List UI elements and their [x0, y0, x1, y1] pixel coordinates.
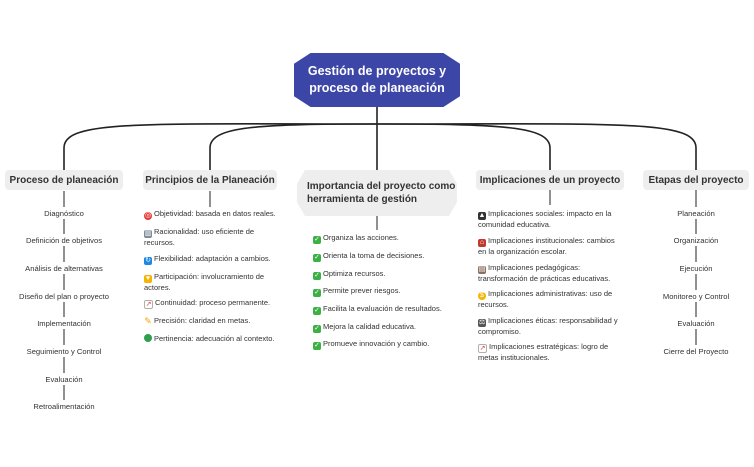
checkmark-icon: ✓: [313, 236, 321, 244]
checkmark-icon: ✓: [313, 289, 321, 297]
etapas-item[interactable]: Planeación: [677, 209, 715, 218]
branch-proceso-title: Proceso de planeación: [9, 174, 119, 186]
money-bag-icon: $: [478, 292, 486, 300]
implicaciones-item[interactable]: ↗Implicaciones estratégicas: logro de me…: [478, 342, 609, 362]
connector-etapas: [376, 123, 697, 170]
etapas-item[interactable]: Cierre del Proyecto: [663, 347, 729, 356]
importancia-item[interactable]: ✓Promueve innovación y cambio.: [313, 339, 430, 350]
branch-etapas-title: Etapas del proyecto: [648, 174, 744, 186]
implicaciones-item[interactable]: ▤Implicaciones pedagógicas: transformaci…: [478, 263, 611, 283]
branch-implicaciones-header[interactable]: Implicaciones de un proyecto: [476, 170, 624, 190]
handshake-icon: ♥: [144, 275, 152, 283]
checkmark-icon: ✓: [313, 254, 321, 262]
line-chart-icon: ↗: [144, 300, 153, 309]
root-topic-title: Gestión de proyectos y proceso de planea…: [307, 64, 447, 95]
branch-principios-header[interactable]: Principios de la Planeación: [143, 170, 277, 190]
principios-item[interactable]: ✎Precisión: claridad en metas.: [144, 316, 251, 326]
line-chart-icon: ↗: [478, 344, 487, 353]
branch-importancia-title: Importancia del proyecto como herramient…: [307, 181, 456, 205]
proceso-item[interactable]: Diagnóstico: [44, 209, 84, 218]
bar-chart-icon: ▥: [144, 230, 152, 238]
checkmark-icon: ✓: [313, 342, 321, 350]
branch-implicaciones-title: Implicaciones de un proyecto: [479, 174, 621, 186]
root-topic[interactable]: Gestión de proyectos y proceso de planea…: [294, 53, 460, 107]
branch-etapas-header[interactable]: Etapas del proyecto: [643, 170, 749, 190]
green-circle-icon: [144, 334, 152, 342]
etapas-item[interactable]: Ejecución: [679, 264, 713, 273]
checkmark-icon: ✓: [313, 307, 321, 315]
principios-item[interactable]: ▥Racionalidad: uso eficiente de recursos…: [144, 227, 255, 247]
graduation-cap-icon: ▲: [478, 212, 486, 220]
checkmark-icon: ✓: [313, 272, 321, 280]
etapas-item[interactable]: Monitoreo y Control: [662, 292, 730, 301]
pencil-icon: ✎: [144, 316, 152, 326]
branch-importancia-header[interactable]: Importancia del proyecto como herramient…: [297, 170, 457, 216]
importancia-item[interactable]: ✓Facilita la evaluación de resultados.: [313, 304, 442, 315]
branch-principios-title: Principios de la Planeación: [145, 174, 275, 186]
proceso-item[interactable]: Definición de objetivos: [26, 236, 102, 245]
scales-icon: ⚖: [478, 319, 486, 327]
principios-item[interactable]: ↻Flexibilidad: adaptación a cambios.: [144, 254, 271, 265]
proceso-item[interactable]: Diseño del plan o proyecto: [19, 292, 109, 301]
principios-item[interactable]: Pertinencia: adecuación al contexto.: [144, 334, 275, 344]
connector-implicaciones: [376, 123, 551, 170]
importancia-item[interactable]: ✓Organiza las acciones.: [313, 233, 399, 244]
implicaciones-item[interactable]: ▲Implicaciones sociales: impacto en la c…: [478, 209, 612, 229]
implicaciones-item[interactable]: $Implicaciones administrativas: uso de r…: [478, 289, 613, 309]
branch-proceso-header[interactable]: Proceso de planeación: [5, 170, 123, 190]
proceso-item[interactable]: Evaluación: [45, 375, 83, 384]
importancia-item[interactable]: ✓Mejora la calidad educativa.: [313, 322, 416, 333]
target-icon: ◎: [144, 212, 152, 220]
proceso-item[interactable]: Seguimiento y Control: [26, 347, 102, 356]
principios-item[interactable]: ↗Continuidad: proceso permanente.: [144, 298, 271, 309]
implicaciones-item[interactable]: ⌂Implicaciones institucionales: cambios …: [478, 236, 615, 256]
importancia-item[interactable]: ✓Orienta la toma de decisiones.: [313, 251, 425, 262]
importancia-item[interactable]: ✓Permite prever riesgos.: [313, 286, 401, 297]
principios-item[interactable]: ♥Participación: involucramiento de actor…: [144, 272, 265, 292]
proceso-item[interactable]: Análisis de alternativas: [25, 264, 103, 273]
refresh-icon: ↻: [144, 257, 152, 265]
principios-item[interactable]: ◎Objetividad: basada en datos reales.: [144, 209, 276, 220]
connector-principios: [209, 123, 378, 170]
books-icon: ▤: [478, 266, 486, 274]
implicaciones-item[interactable]: ⚖Implicaciones éticas: responsabilidad y…: [478, 316, 618, 336]
checkmark-icon: ✓: [313, 325, 321, 333]
connector-proceso: [63, 123, 378, 170]
etapas-item[interactable]: Evaluación: [677, 319, 715, 328]
etapas-item[interactable]: Organización: [673, 236, 719, 245]
importancia-item[interactable]: ✓Optimiza recursos.: [313, 269, 386, 280]
proceso-item[interactable]: Implementación: [37, 319, 91, 328]
school-building-icon: ⌂: [478, 239, 486, 247]
proceso-item[interactable]: Retroalimentación: [33, 402, 95, 411]
